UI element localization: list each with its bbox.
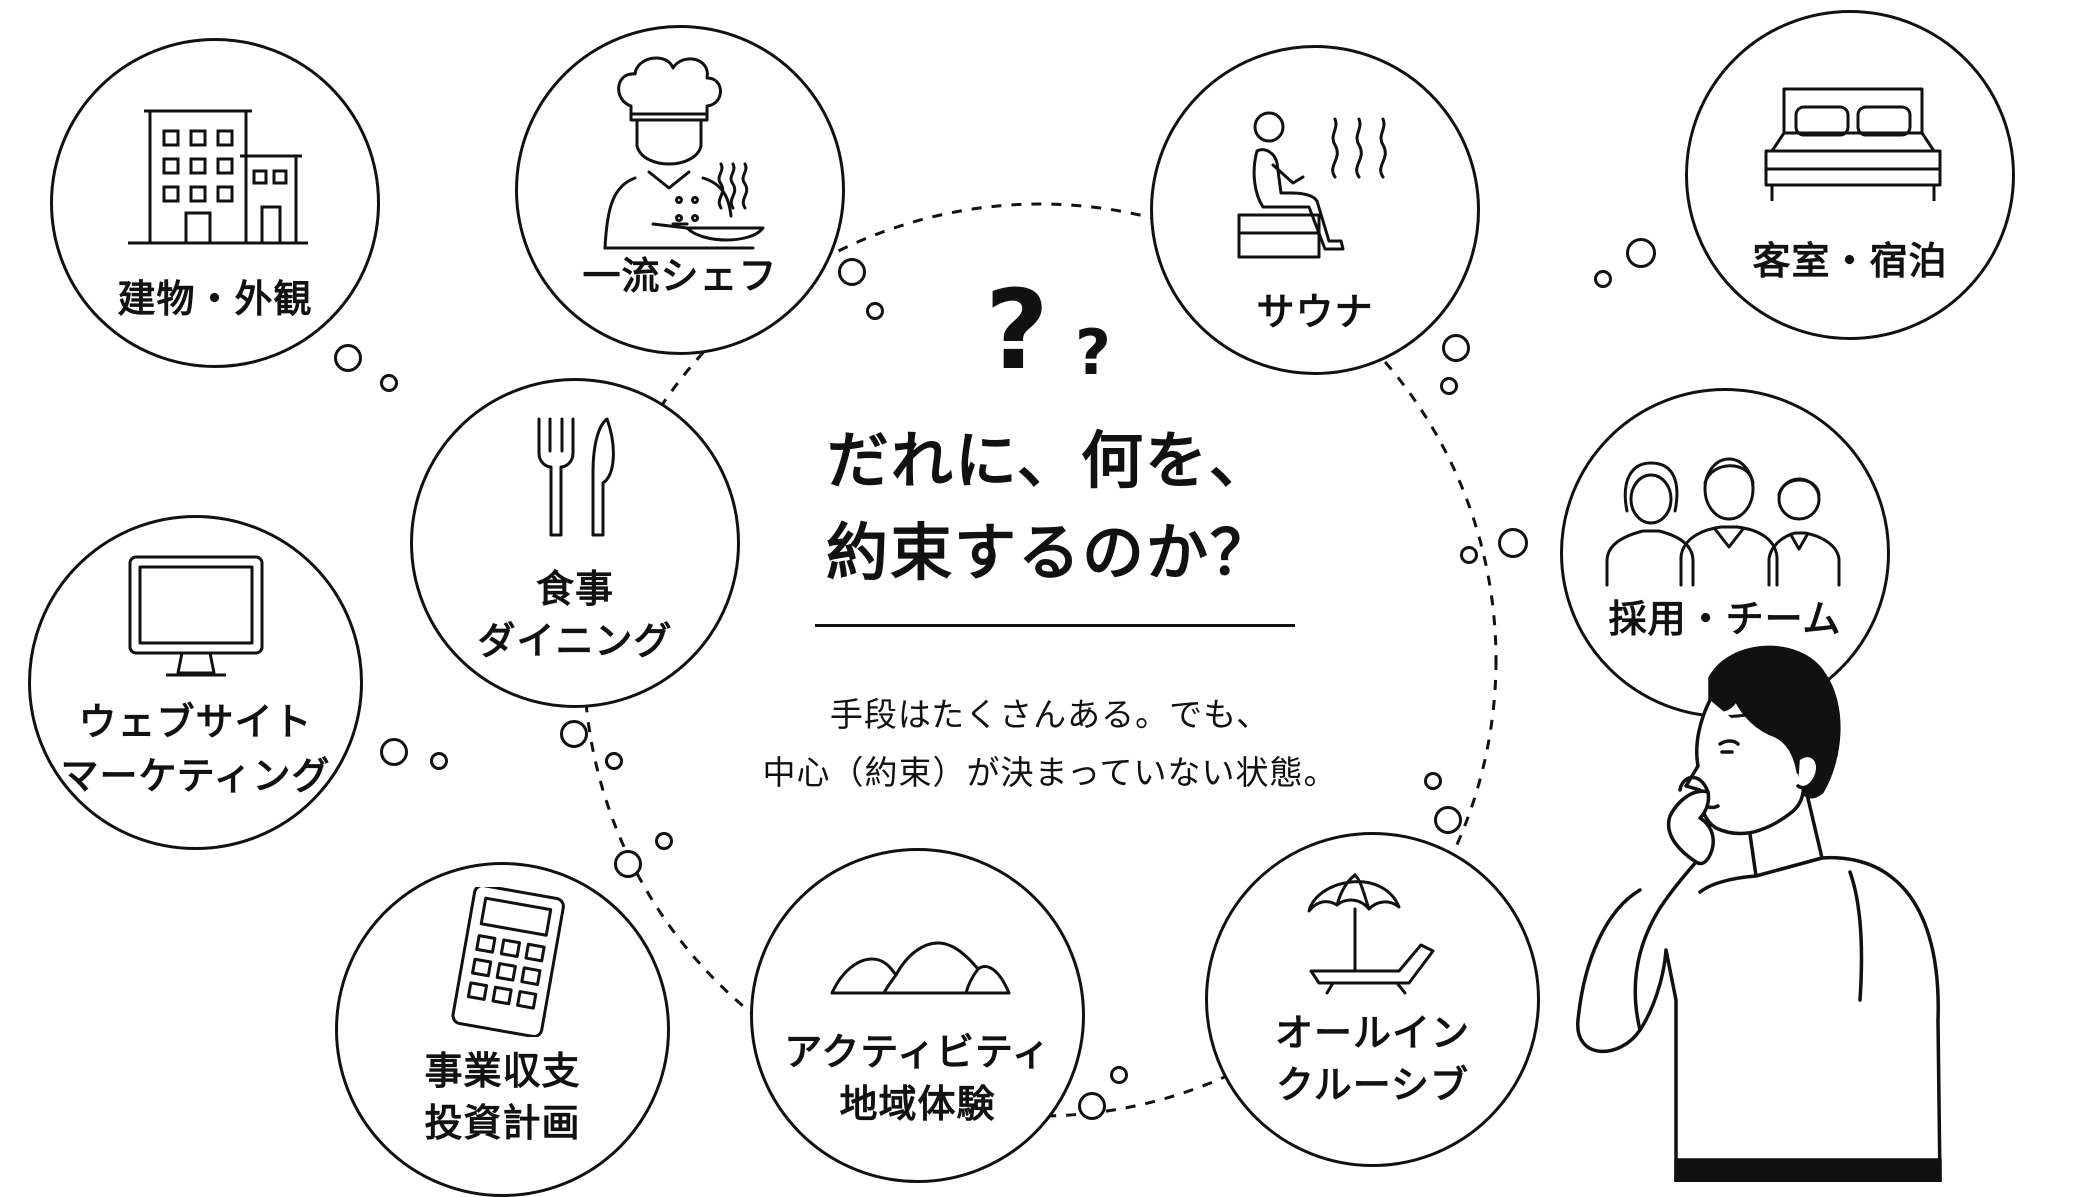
big-question-mark: ? (985, 266, 1049, 394)
thought-dot (1498, 528, 1528, 558)
thought-dot (1110, 1066, 1128, 1084)
thought-dot (866, 302, 884, 320)
bubble-label: 投資計画 (424, 1101, 581, 1145)
center-desc-line1: 手段はたくさんある。でも、 (829, 695, 1271, 734)
center-desc-line2: 中心（約束）が決まっていない状態。 (762, 753, 1338, 792)
bubble-label: アクティビティ (784, 1030, 1051, 1074)
thought-dot (1078, 1092, 1106, 1120)
bubble-label: 建物・外観 (117, 277, 313, 321)
thought-dot (1440, 377, 1458, 395)
bubble-label: オールイン (1274, 1011, 1470, 1055)
bubble-label: 一流シェフ (582, 254, 778, 298)
chef-icon (603, 56, 765, 250)
center-title-line2: 約束するのか？ (825, 516, 1274, 589)
thought-dot (334, 344, 362, 372)
small-question-mark: ? (1075, 316, 1111, 389)
thought-dot (1594, 270, 1612, 288)
bubble-allin: オールイン クルーシブ (1205, 832, 1540, 1167)
bubble-activity: アクティビティ 地域体験 (750, 848, 1085, 1183)
fork-knife-icon (537, 417, 615, 537)
beach-umbrella-icon (1307, 873, 1435, 995)
thinking-person-illustration (1576, 645, 1942, 1182)
center-divider (815, 624, 1295, 627)
bubble-label: 事業収支 (424, 1049, 581, 1093)
thought-dot (1626, 238, 1656, 268)
bubble-label: クルーシブ (1275, 1063, 1470, 1107)
thought-dot (605, 752, 623, 770)
thought-dot (380, 738, 408, 766)
team-icon (1605, 457, 1841, 587)
calculator-icon (451, 887, 565, 1037)
bubble-label: サウナ (1256, 290, 1374, 334)
mountains-icon (830, 941, 1011, 995)
bubble-label: 食事 (535, 567, 614, 611)
bubble-chef: 一流シェフ (515, 25, 845, 355)
thought-dot (560, 720, 588, 748)
bubble-label: 客室・宿泊 (1752, 239, 1948, 283)
bubble-website: ウェブサイト マーケティング (28, 515, 363, 850)
thought-dot (380, 374, 398, 392)
thought-dot (614, 850, 642, 878)
thought-dot (1434, 806, 1462, 834)
bed-icon (1764, 87, 1942, 201)
bubble-dining: 食事 ダイニング (410, 378, 740, 708)
bubble-building: 建物・外観 (50, 38, 380, 368)
building-icon (128, 109, 308, 245)
thought-dot (655, 832, 673, 850)
bubble-room: 客室・宿泊 (1685, 10, 2015, 340)
thought-dot (838, 258, 866, 286)
bubble-label: ダイニング (477, 619, 673, 663)
bubble-sauna: サウナ (1150, 45, 1480, 375)
center-title-line1: だれに、何を、 (826, 424, 1274, 497)
bubble-label: ウェブサイト (78, 700, 313, 744)
monitor-icon (128, 555, 264, 677)
bubble-label: 地域体験 (839, 1082, 996, 1126)
bubble-label: マーケティング (60, 754, 331, 798)
bubble-finance: 事業収支 投資計画 (335, 862, 670, 1197)
bubble-label: 採用・チーム (1608, 597, 1842, 641)
thought-dot (430, 752, 448, 770)
thought-dot (1442, 334, 1470, 362)
sauna-icon (1237, 111, 1387, 259)
bubble-team: 採用・チーム (1560, 388, 1890, 718)
thought-dot (1424, 772, 1442, 790)
thought-dot (1460, 546, 1478, 564)
